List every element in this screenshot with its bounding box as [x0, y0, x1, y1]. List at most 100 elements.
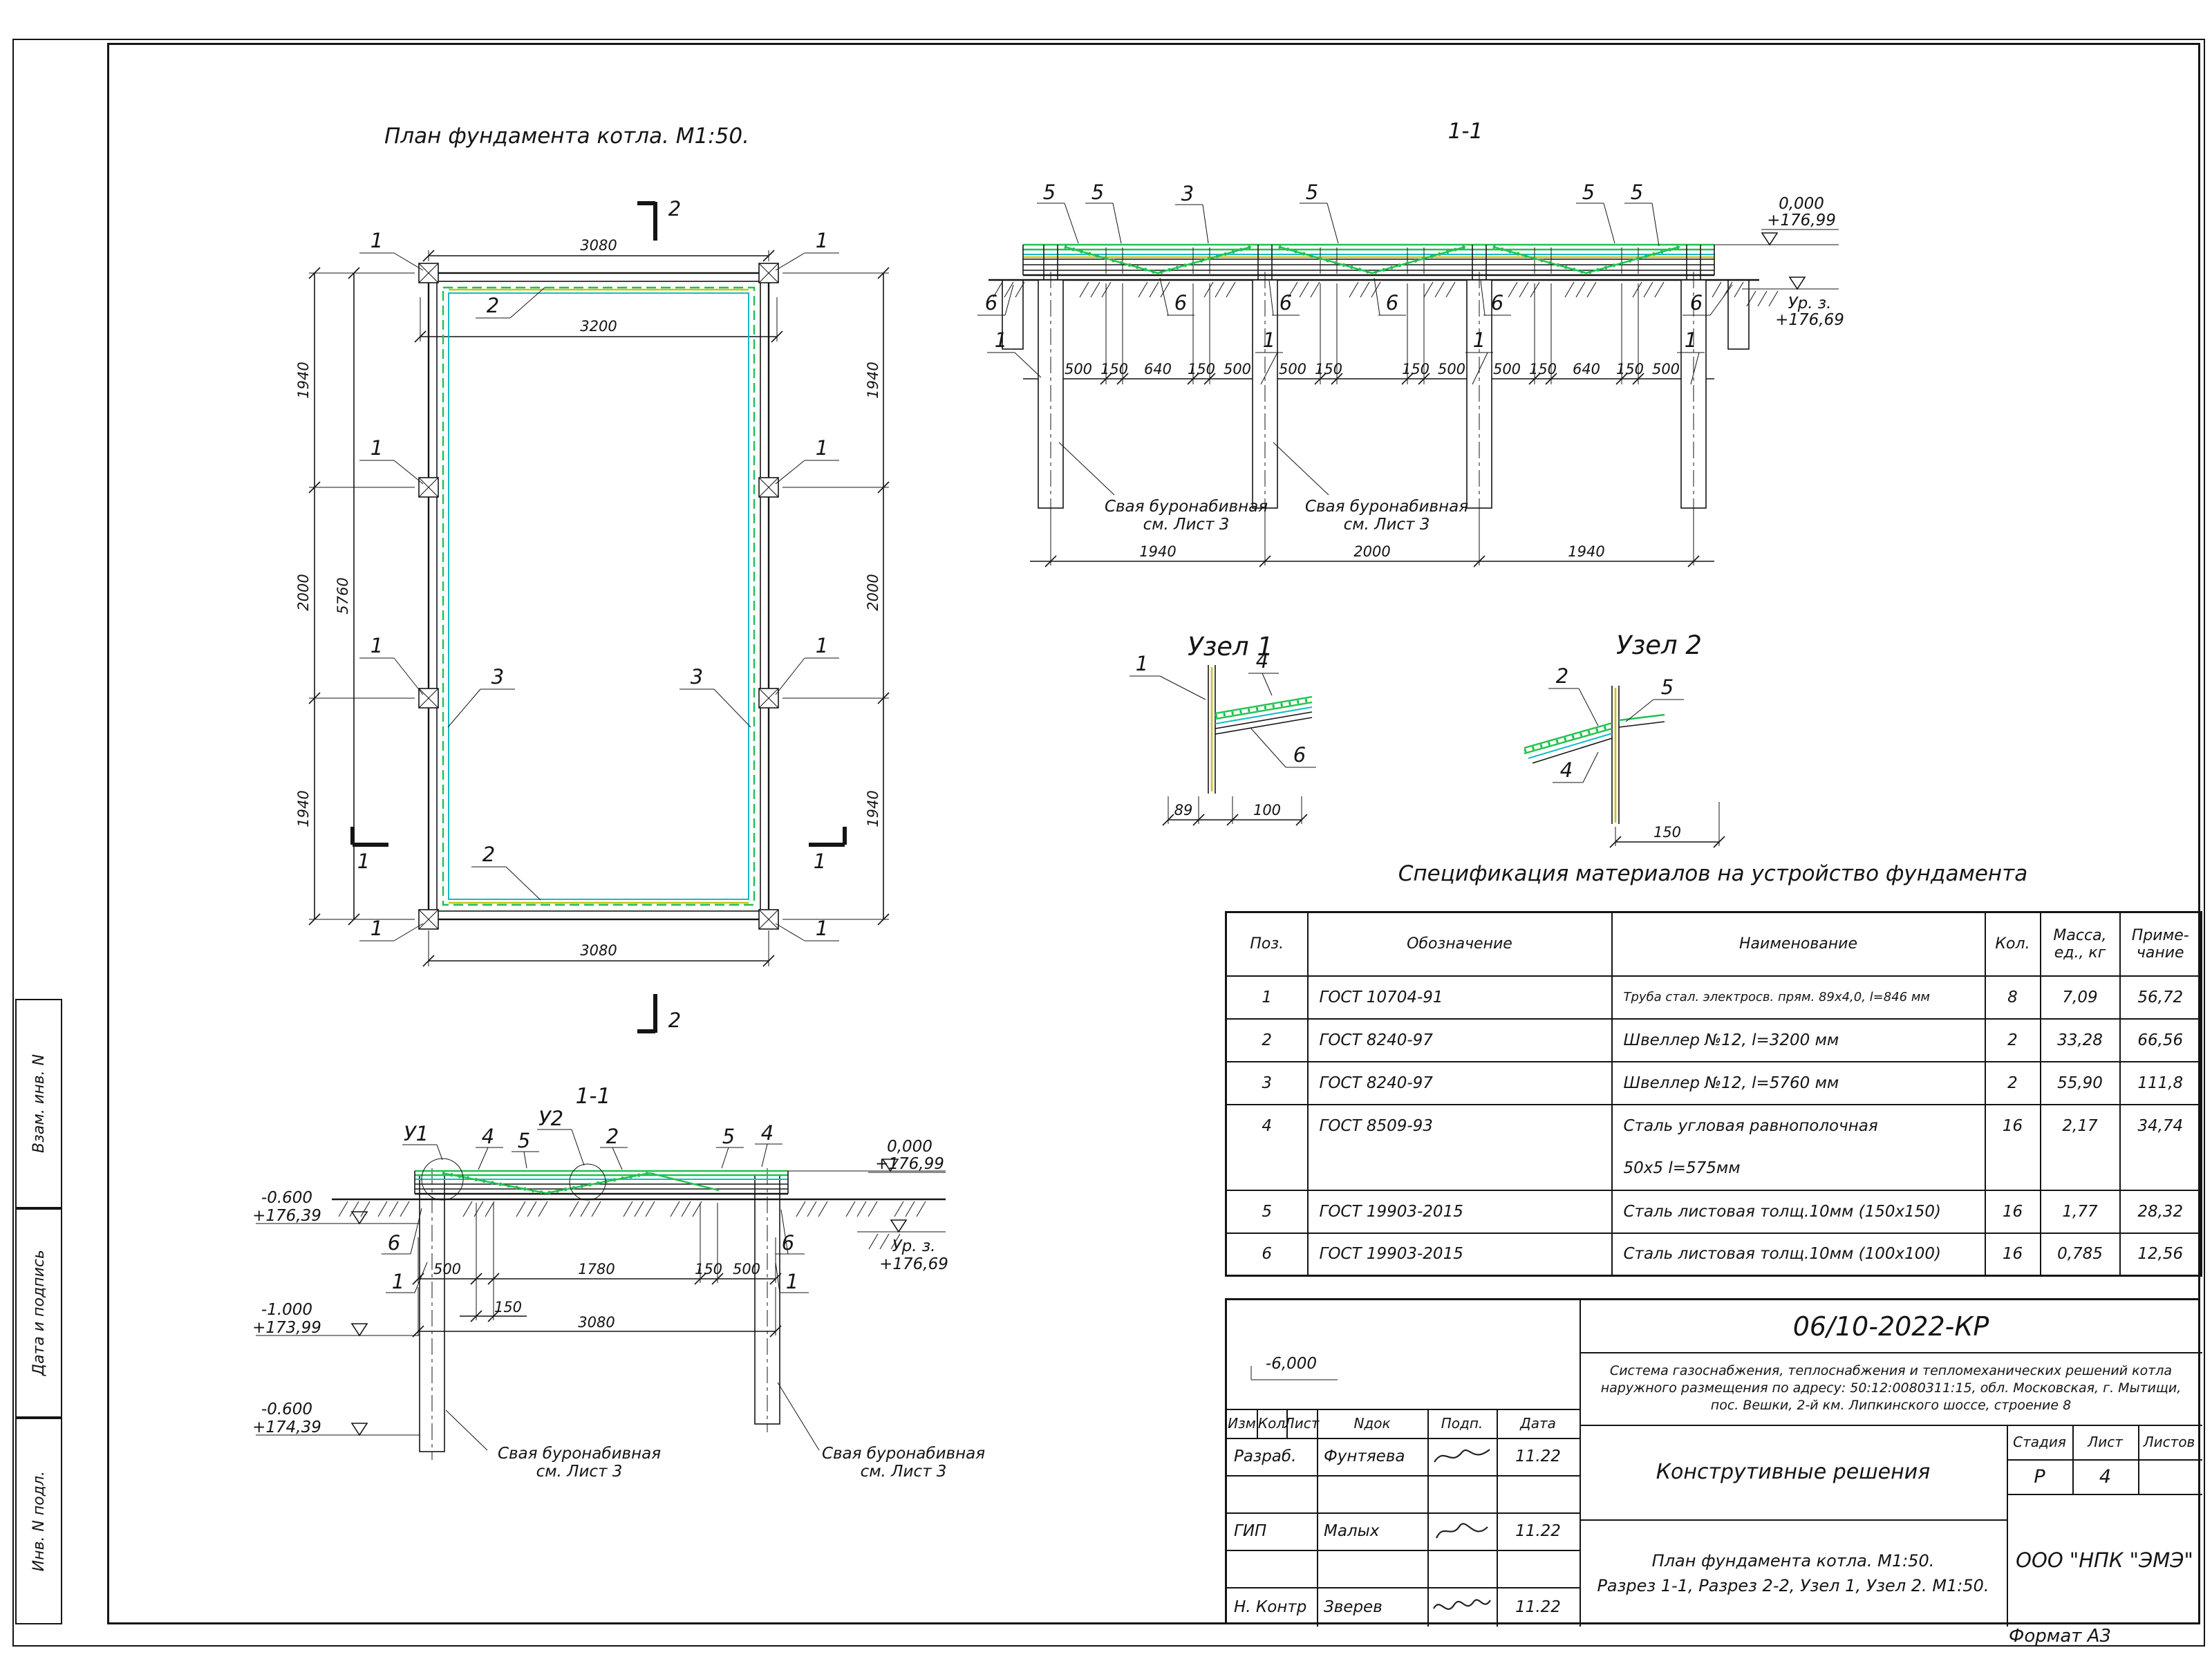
spec-row: 2 ГОСТ 8240-97 Швеллер №12, l=3200 мм 2 … — [1225, 1018, 2202, 1062]
sheet-label: Лист — [2088, 1434, 2123, 1450]
spec-cell: 111,8 — [2119, 1060, 2202, 1105]
stamp-inv: Инв. N подл. — [15, 1418, 62, 1624]
grid-line — [1227, 1409, 1580, 1410]
format-label: Формат А3 — [2008, 1626, 2112, 1647]
tb-header-podp: Подп. — [1441, 1415, 1483, 1432]
sheet-content-title: План фундамента котла. М1:50. Разрез 1-1… — [1580, 1519, 2007, 1627]
tb-header-ndok: Nдок — [1353, 1415, 1391, 1432]
spec-cell — [1225, 1147, 1309, 1191]
tb-date: 11.22 — [1515, 1597, 1561, 1616]
spec-header-cell: Обозначение — [1306, 911, 1613, 977]
drawing-frame — [107, 43, 2200, 1624]
spec-cell: 33,28 — [2039, 1018, 2121, 1062]
spec-cell: 7,09 — [2039, 975, 2121, 1020]
spec-header-cell: Масса, ед., кг — [2039, 911, 2121, 977]
spec-row: 5 ГОСТ 19903-2015 Сталь листовая толщ.10… — [1225, 1189, 2202, 1234]
sheets-label: Листов — [2143, 1434, 2195, 1450]
spec-row: 1 ГОСТ 10704-91 Труба стал. электросв. п… — [1225, 975, 2202, 1020]
stage-value: Р — [2034, 1465, 2045, 1488]
tb-role: Разраб. — [1234, 1447, 1297, 1465]
tb-header-list: Лист — [1284, 1415, 1320, 1432]
spec-cell: 4 — [1225, 1103, 1309, 1147]
tb-name: Зверев — [1324, 1597, 1382, 1616]
stage-label: Стадия — [2013, 1434, 2066, 1450]
spec-cell: 56,72 — [2119, 975, 2202, 1020]
signature — [1427, 1512, 1497, 1550]
spec-cell: Сталь листовая толщ.10мм (150х150) — [1611, 1189, 1986, 1234]
tb-date: 11.22 — [1515, 1447, 1561, 1465]
spec-cell: Сталь листовая толщ.10мм (100х100) — [1611, 1232, 1986, 1277]
spec-cell: 8 — [1984, 975, 2041, 1020]
spec-cell: ГОСТ 8509-93 — [1306, 1103, 1613, 1147]
spec-cell: 3 — [1225, 1060, 1309, 1105]
spec-cell: 12,56 — [2119, 1232, 2202, 1277]
grid-line — [1580, 1352, 2202, 1353]
grid-line — [1257, 1409, 1258, 1438]
stamp-date-sign: Дата и подпись — [15, 1208, 62, 1418]
spec-cell: 34,74 — [2119, 1103, 2202, 1147]
grid-line — [1227, 1512, 1580, 1514]
spec-cell: ГОСТ 10704-91 — [1306, 975, 1613, 1020]
spec-cell: 16 — [1984, 1103, 2041, 1147]
spec-cell: Швеллер №12, l=5760 мм — [1611, 1060, 1986, 1105]
section-name: Конструтивные решения — [1656, 1460, 1931, 1484]
spec-cell: 2 — [1984, 1018, 2041, 1062]
stamp-inv-label: Инв. N подл. — [30, 1470, 48, 1572]
spec-cell: 55,90 — [2039, 1060, 2121, 1105]
grid-line — [2007, 1459, 2202, 1461]
spec-cell — [1984, 1147, 2041, 1191]
spec-cell: 16 — [1984, 1232, 2041, 1277]
spec-row: 50х5 l=575мм — [1225, 1147, 2202, 1191]
spec-cell: 50х5 l=575мм — [1611, 1147, 1986, 1191]
page-border — [12, 39, 2205, 1647]
tb-role: Н. Контр — [1234, 1597, 1307, 1616]
stamp-vzam-label: Взам. инв. N — [30, 1054, 48, 1153]
grid-line — [1497, 1409, 1498, 1627]
spec-cell — [1306, 1147, 1613, 1191]
spec-cell: 2,17 — [2039, 1103, 2121, 1147]
spec-header-cell: Поз. — [1225, 911, 1309, 977]
sheet-content-title-line2: Разрез 1-1, Разрез 2-2, Узел 1, Узел 2. … — [1597, 1575, 1989, 1595]
spec-cell: 1,77 — [2039, 1189, 2121, 1234]
spec-cell: ГОСТ 19903-2015 — [1306, 1189, 1613, 1234]
grid-line — [1427, 1409, 1429, 1627]
title-block: 06/10-2022-КР Система газоснабжения, теп… — [1225, 1298, 2202, 1627]
signature — [1427, 1587, 1497, 1627]
grid-line — [2007, 1425, 2008, 1627]
tb-date: 11.22 — [1515, 1522, 1561, 1540]
tb-header-izm: Изм — [1228, 1415, 1256, 1432]
grid-line — [1286, 1409, 1288, 1438]
spec-cell: 1 — [1225, 975, 1309, 1020]
tb-name: Фунтяева — [1324, 1447, 1405, 1465]
tb-name: Малых — [1324, 1522, 1380, 1540]
project-description: Система газоснабжения, теплоснабжения и … — [1600, 1362, 2182, 1414]
stamp-date-sign-label: Дата и подпись — [30, 1250, 48, 1376]
spec-cell — [2039, 1147, 2121, 1191]
spec-table-grid: Поз. Обозначение Наименование Кол. Масса… — [1225, 911, 2202, 1277]
tb-header-kol: Кол — [1257, 1415, 1286, 1432]
spec-cell: 2 — [1984, 1060, 2041, 1105]
spec-cell: 2 — [1225, 1018, 1309, 1062]
doc-number: 06/10-2022-КР — [1792, 1311, 1989, 1342]
stamp-vzam: Взам. инв. N — [15, 999, 62, 1208]
spec-cell: ГОСТ 8240-97 — [1306, 1018, 1613, 1062]
grid-line — [1227, 1550, 1580, 1551]
spec-cell: 6 — [1225, 1232, 1309, 1277]
spec-cell: Труба стал. электросв. прям. 89х4,0, l=8… — [1611, 975, 1986, 1020]
spec-cell: 28,32 — [2119, 1189, 2202, 1234]
company-name: ООО "НПК "ЭМЭ" — [2016, 1548, 2193, 1572]
tb-header-data: Дата — [1520, 1415, 1556, 1432]
sheet-content-title-line1: План фундамента котла. М1:50. — [1651, 1550, 1935, 1571]
spec-cell: 5 — [1225, 1189, 1309, 1234]
spec-cell: 66,56 — [2119, 1018, 2202, 1062]
grid-line — [2007, 1494, 2202, 1495]
signature — [1427, 1438, 1497, 1475]
spec-cell: ГОСТ 8240-97 — [1306, 1060, 1613, 1105]
grid-line — [1227, 1475, 1580, 1477]
spec-row: 3 ГОСТ 8240-97 Швеллер №12, l=5760 мм 2 … — [1225, 1060, 2202, 1105]
spec-cell: ГОСТ 19903-2015 — [1306, 1232, 1613, 1277]
grid-line — [1580, 1425, 2202, 1426]
spec-cell — [2119, 1147, 2202, 1191]
sheets-value — [2138, 1459, 2200, 1494]
